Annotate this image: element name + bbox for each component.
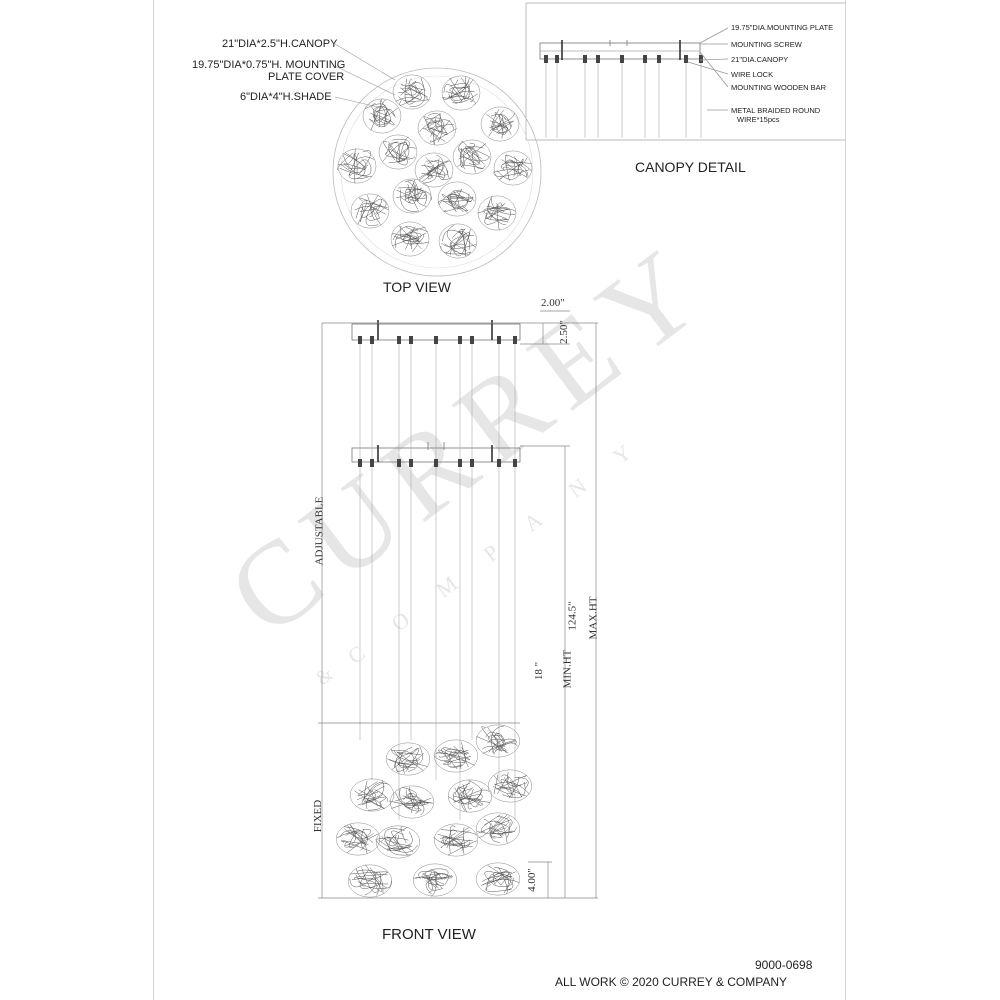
dim-adjustable-label: ADJUSTABLE <box>313 496 326 566</box>
callout-detail-canopy: 21"DIA.CANOPY <box>731 55 789 64</box>
front-shade-14 <box>475 862 521 896</box>
lower-wire-lock-1 <box>358 459 362 467</box>
canopy-detail-box <box>525 2 845 141</box>
front-shade-4 <box>349 778 395 812</box>
top-shade-3 <box>480 106 520 142</box>
callout-wire-lock: WIRE LOCK <box>731 70 774 79</box>
lower-wire-lock-2 <box>370 459 374 467</box>
top-wire-lock-9 <box>513 336 517 344</box>
left-border <box>153 0 154 1000</box>
top-view-heading: TOP VIEW <box>383 279 451 295</box>
top-shade-16 <box>438 223 478 259</box>
callout-wooden-bar: MOUNTING WOODEN BAR <box>731 83 826 92</box>
dim-min-label: MIN.HT <box>561 649 574 689</box>
front-view-drawing <box>318 310 598 899</box>
front-shade-8 <box>335 822 381 856</box>
lower-wire-lock-4 <box>409 459 413 467</box>
dim-fixed-label: FIXED <box>312 799 325 833</box>
top-shade-1 <box>392 74 432 110</box>
top-wire-lock-5 <box>434 336 438 344</box>
dim-top-width: 2.00" <box>541 297 565 309</box>
front-shade-7 <box>487 769 533 803</box>
top-view-drawing <box>332 43 542 277</box>
top-shade-12 <box>437 181 477 217</box>
top-wire-lock-8 <box>497 336 501 344</box>
dim-max-label: MAX.HT <box>587 596 600 640</box>
top-wire-lock-4 <box>409 336 413 344</box>
front-shade-12 <box>347 864 393 898</box>
right-border <box>845 0 846 1000</box>
lower-wire-lock-7 <box>470 459 474 467</box>
callout-mounting-plate: 19.75"DIA.MOUNTING PLATE <box>731 23 834 32</box>
top-shade-5 <box>417 110 457 146</box>
item-number: 9000-0698 <box>755 958 813 972</box>
detail-wire-lock-2 <box>555 55 559 63</box>
lower-wire-lock-6 <box>458 459 462 467</box>
lower-wire-lock-8 <box>497 459 501 467</box>
front-shade-9 <box>375 825 421 859</box>
top-view-shades <box>337 74 533 259</box>
lower-wire-lock-5 <box>434 459 438 467</box>
top-wire-lock-2 <box>370 336 374 344</box>
detail-wire-lock-6 <box>643 55 647 63</box>
front-shade-1 <box>385 742 431 776</box>
dim-canopy-height: 2.50" <box>557 320 570 344</box>
front-shade-2 <box>433 739 479 773</box>
detail-wire-lock-4 <box>596 55 600 63</box>
callout-mounting-screw: MOUNTING SCREW <box>731 40 802 49</box>
lower-wire-lock-9 <box>513 459 517 467</box>
top-shade-10 <box>414 152 454 188</box>
top-shade-6 <box>378 134 418 170</box>
callout-wire-line1: METAL BRAIDED ROUND <box>731 106 821 115</box>
top-wire-lock-7 <box>470 336 474 344</box>
front-shade-13 <box>412 863 458 897</box>
watermark: CURREY COMPANY & <box>205 218 733 690</box>
top-shade-9 <box>337 148 377 184</box>
dimension-lines <box>318 310 598 899</box>
top-shade-11 <box>392 178 432 214</box>
top-wire-lock-3 <box>397 336 401 344</box>
callout-plate-cover-line2: PLATE COVER <box>268 71 345 83</box>
front-shade-5 <box>389 785 435 819</box>
front-shade-10 <box>433 823 479 857</box>
top-shade-15 <box>390 221 430 257</box>
detail-wires <box>544 55 703 138</box>
detail-wire-lock-9 <box>699 55 703 63</box>
copyright: ALL WORK © 2020 CURREY & COMPANY <box>555 975 788 989</box>
callout-plate-cover-line1: 19.75"DIA*0.75"H. MOUNTING <box>192 59 346 71</box>
dim-shade-height: 4.00" <box>525 868 538 892</box>
front-wires <box>358 336 517 820</box>
top-wire-lock-6 <box>458 336 462 344</box>
top-shade-13 <box>350 193 390 229</box>
detail-wire-lock-8 <box>684 55 688 63</box>
detail-wire-lock-3 <box>583 55 587 63</box>
detail-wire-lock-5 <box>620 55 624 63</box>
dim-max-value: 124.5" <box>566 601 579 631</box>
detail-wire-lock-1 <box>544 55 548 63</box>
front-shade-6 <box>447 779 493 813</box>
top-shade-2 <box>441 75 481 111</box>
top-shade-4 <box>362 98 402 134</box>
top-shade-8 <box>493 150 533 186</box>
top-shade-7 <box>452 139 492 175</box>
front-view-shades <box>335 724 533 898</box>
callout-canopy: 21"DIA*2.5"H.CANOPY <box>222 38 338 50</box>
canopy-detail-heading: CANOPY DETAIL <box>635 159 746 175</box>
front-view-heading: FRONT VIEW <box>382 926 476 943</box>
callout-shade: 6"DIA*4"H.SHADE <box>240 91 332 103</box>
lower-wire-lock-3 <box>397 459 401 467</box>
dim-min-value: 18 " <box>533 661 546 681</box>
canopy-detail-drawing <box>539 27 729 138</box>
watermark-amp: & <box>312 663 338 690</box>
front-shade-3 <box>475 724 521 758</box>
callout-wire-line2: WIRE*15pcs <box>737 115 780 124</box>
top-wire-lock-1 <box>358 336 362 344</box>
detail-wire-lock-7 <box>657 55 661 63</box>
top-shade-14 <box>477 195 517 231</box>
front-shade-11 <box>475 812 521 846</box>
